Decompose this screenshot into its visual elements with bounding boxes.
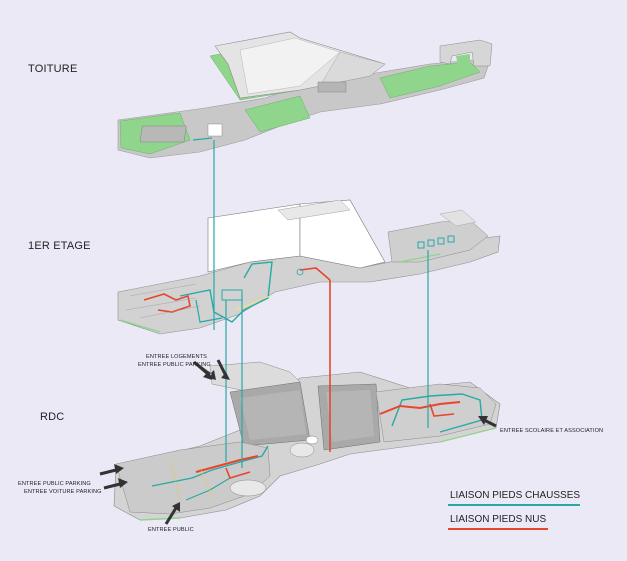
roof-green-right <box>379 61 481 99</box>
label-entree-logements: ENTREE LOGEMENTS <box>146 354 207 360</box>
entrance-arrows <box>99 359 497 525</box>
ground-floor-plan <box>113 361 501 521</box>
first-floor-plan <box>117 199 501 335</box>
legend-shod-line <box>448 504 580 506</box>
first-floor-volume-right <box>299 199 386 269</box>
legend-barefoot-line <box>448 528 548 530</box>
legend-shod-label: LIAISON PIEDS CHAUSSES <box>450 490 581 501</box>
label-entree-public: ENTREE PUBLIC <box>148 527 194 533</box>
legend-barefoot-label: LIAISON PIEDS NUS <box>450 514 547 525</box>
label-entree-voiture-parking: ENTREE VOITURE PARKING <box>24 489 102 495</box>
arrow-icon <box>196 362 216 380</box>
level-label-ground-floor: RDC <box>40 411 65 423</box>
roof-green-mid <box>244 95 311 133</box>
label-entree-public-parking-top: ENTREE PUBLIC PARKING <box>138 362 211 368</box>
roof-plan <box>117 31 493 159</box>
roof-right-hook <box>439 39 493 67</box>
level-label-first-floor: 1ER ETAGE <box>28 240 91 252</box>
first-floor-volume-left <box>207 203 301 273</box>
vertical-links <box>213 140 429 468</box>
level-label-roof: TOITURE <box>28 63 78 75</box>
label-entree-public-parking-left: ENTREE PUBLIC PARKING <box>18 481 91 487</box>
label-entree-scolaire: ENTREE SCOLAIRE ET ASSOCIATION <box>500 428 604 434</box>
